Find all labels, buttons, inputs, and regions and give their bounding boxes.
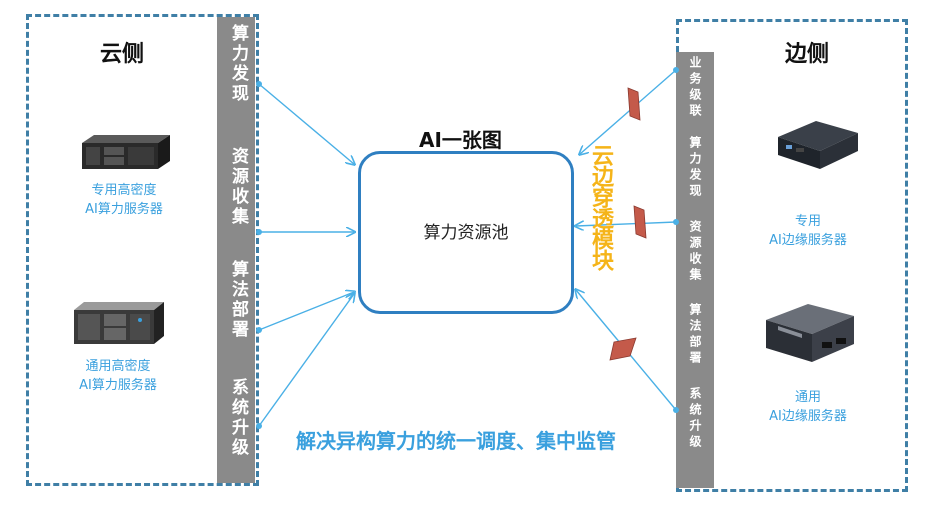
caption-line: 专用高密度: [91, 183, 157, 198]
edge-function-system-upgrade: 系统升级: [688, 387, 702, 451]
general-edge-server-caption: 通用 AI边缘服务器: [752, 388, 864, 426]
caption-line: AI边缘服务器: [769, 233, 847, 248]
firewall-icon: [609, 87, 647, 361]
cloud-function-bar: [217, 17, 255, 483]
edge-function-business-cascade: 业务级联: [688, 56, 702, 120]
cloud-arrow-dots: [256, 81, 262, 429]
cloud-function-system-upgrade: 系统升级: [228, 378, 248, 458]
cloud-function-algorithm-deploy: 算法部署: [228, 260, 248, 340]
edge-function-bar: [676, 52, 714, 488]
arrow-cloud-upgrade: [258, 294, 354, 427]
dedicated-ai-server-caption: 专用高密度 AI算力服务器: [68, 181, 180, 219]
general-ai-server-caption: 通用高密度 AI算力服务器: [62, 357, 174, 395]
general-ai-server-image: [74, 302, 164, 344]
caption-line: AI算力服务器: [85, 202, 163, 217]
cloud-function-discovery: 算力发现: [228, 24, 248, 104]
arrow-cloud-deploy: [258, 292, 354, 331]
edge-side-title: 边侧: [785, 42, 830, 67]
compute-resource-pool: 算力资源池: [358, 151, 574, 314]
ai-map-title: AI一张图: [419, 128, 502, 152]
edge-arrow-dots: [673, 67, 679, 413]
caption-line: 通用: [794, 390, 821, 405]
edge-function-resource-collection: 资源收集: [688, 220, 702, 284]
caption-line: AI算力服务器: [79, 378, 157, 393]
caption-line: 通用高密度: [85, 359, 151, 374]
caption-line: 专用: [794, 214, 821, 229]
arrow-edge-collection: [576, 222, 677, 226]
cloud-side-panel: [26, 14, 259, 486]
dedicated-edge-server-caption: 专用 AI边缘服务器: [752, 212, 864, 250]
cloud-side-title: 云侧: [100, 42, 145, 67]
edge-function-discovery: 算力发现: [688, 136, 702, 200]
general-edge-server-image: [766, 304, 854, 362]
edge-function-algorithm-deploy: 算法部署: [688, 303, 702, 367]
cloud-arrows: [258, 83, 354, 427]
compute-resource-pool-label: 算力资源池: [423, 223, 509, 243]
cloud-edge-penetration-module-label: 云边穿透模块: [588, 144, 613, 270]
dedicated-edge-server-image: [778, 121, 858, 169]
unified-scheduling-slogan: 解决异构算力的统一调度、集中监管: [296, 429, 616, 453]
arrow-cloud-discovery: [258, 83, 354, 164]
caption-line: AI边缘服务器: [769, 409, 847, 424]
arrow-edge-cascade: [580, 69, 677, 154]
dedicated-ai-server-image: [82, 135, 170, 169]
cloud-function-resource-collection: 资源收集: [228, 147, 248, 227]
